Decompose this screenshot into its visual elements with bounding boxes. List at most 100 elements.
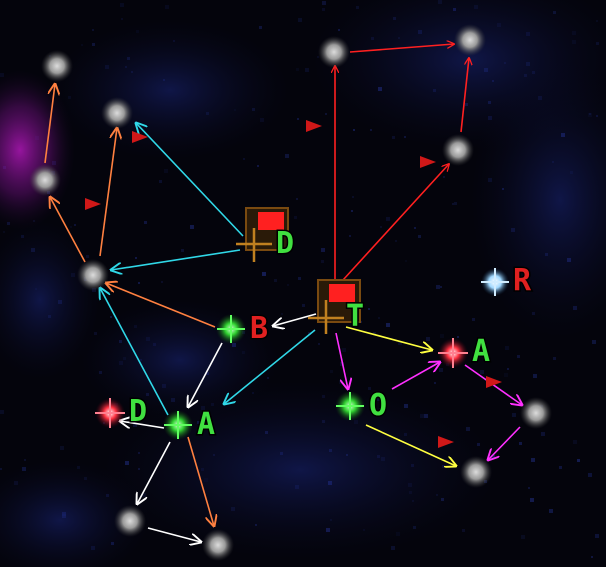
route-orange [187,436,214,526]
starfield-dot [512,413,516,417]
grey-star-icon[interactable] [77,259,109,291]
star-r-blue[interactable] [481,268,509,296]
starfield-dot [181,249,184,252]
label-base-main: T [346,299,364,334]
starfield-dot [257,165,259,167]
star-a-right[interactable] [438,338,468,368]
label-layer: D T B A D O A R [128,225,534,444]
starfield-dot [398,341,402,345]
label-star-b: B [250,311,268,346]
starfield-dot [24,459,26,461]
starfield-dot [591,556,593,558]
starfield-dot [457,336,459,338]
grey-star-icon[interactable] [454,24,486,56]
starfield-dot [454,202,457,205]
starfield-dot [3,231,5,233]
base-main[interactable] [308,279,361,334]
route-magenta [391,362,440,390]
label-star-d-left: D [129,394,147,429]
red-triangle-icon[interactable] [420,156,436,168]
starfield-dot [60,446,64,450]
route-orange [106,283,216,328]
starfield-dot [426,337,430,341]
base-crosshair [308,300,344,334]
starfield-dot [519,442,522,445]
red-triangle-icon[interactable] [438,436,454,448]
label-star-a-left: A [197,407,215,442]
grey-star-icon[interactable] [114,505,146,537]
starfield-dot [462,529,465,532]
starfield-dot [440,286,442,288]
starfield-dot [259,26,262,29]
base-flag-icon[interactable] [329,284,355,302]
route-cyan [136,123,244,237]
starfield-dot [318,343,320,345]
starfield-dot [592,340,596,344]
route-orange [44,84,55,164]
grey-star-icon[interactable] [318,36,350,68]
starfield-dot [588,473,592,477]
route-cyan [224,329,316,404]
starfield-dot [507,368,509,370]
red-triangle-icon[interactable] [306,120,322,132]
starfield-dot [296,68,299,71]
route-red [342,164,449,281]
starfield-dot [281,313,283,315]
starfield-dot [92,29,94,31]
starfield-dot [549,509,553,513]
route-yellow [345,326,432,350]
grey-star-icon[interactable] [41,50,73,82]
starfield-dot [553,357,556,360]
starfield-dot [521,535,525,539]
red-triangle-icon[interactable] [85,198,101,210]
starfield-dot [342,348,346,352]
grey-star-icon[interactable] [101,97,133,129]
starfield-dot [577,459,580,462]
grey-star-icon[interactable] [29,164,61,196]
star-a-left[interactable] [163,410,193,440]
grey-star-icon[interactable] [202,529,234,561]
red-triangle-icon[interactable] [132,131,148,143]
grey-star-icon[interactable] [460,456,492,488]
star-b[interactable] [216,314,246,344]
starfield-dot [322,8,325,11]
starfield-dot [135,257,137,259]
starfield-dot [330,370,333,373]
starfield-dot [378,317,380,319]
starfield-dot [573,440,577,444]
route-red [460,58,469,133]
starfield-dot [452,203,454,205]
starfield-dot [0,410,4,414]
grey-star-icon[interactable] [520,397,552,429]
base-flag-icon[interactable] [258,212,284,230]
starfield-dot [368,308,370,310]
star-o-right[interactable] [335,391,365,421]
route-orange [50,197,86,263]
starfield-dot [414,227,416,229]
route-red [349,44,454,53]
star-d-left[interactable] [95,398,125,428]
starfield-dot [296,198,298,200]
red-star-spikes [438,338,468,368]
base-crosshair [236,228,272,262]
starfield-dot [305,68,309,72]
starfield-dot [298,18,302,22]
starfield-dot [386,323,390,327]
starfield-dot [504,373,508,377]
starfield-dot [352,196,354,198]
grey-star-icon[interactable] [442,134,474,166]
starfield-dot [144,221,147,224]
starfield-dot [541,432,545,436]
label-star-r-blue: R [513,263,532,298]
starfield-dot [321,248,325,252]
route-cyan [111,249,241,270]
starfield-dot [434,382,436,384]
starfield-dot [243,158,245,160]
base-north[interactable] [236,207,289,262]
red-triangle-icon[interactable] [486,376,502,388]
starfield-dot [159,180,162,183]
starfield-dot [443,176,445,178]
route-white [188,342,223,407]
